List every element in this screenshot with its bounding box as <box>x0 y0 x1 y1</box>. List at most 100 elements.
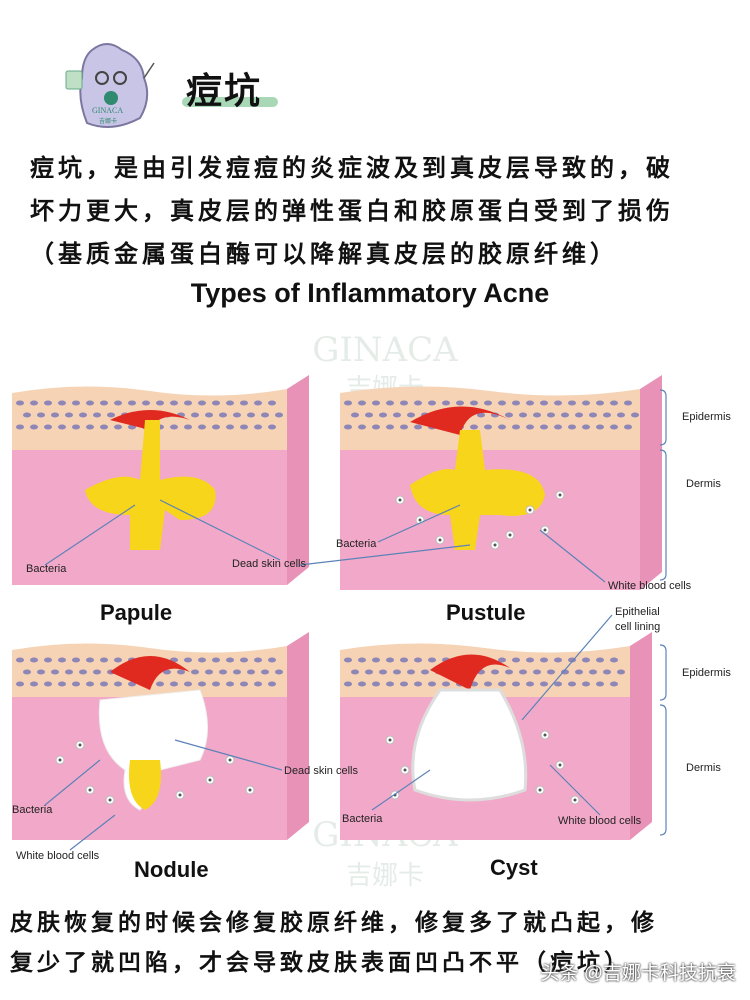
pus <box>410 430 545 550</box>
pustule-cell <box>428 400 436 406</box>
nodule-cell <box>86 657 94 663</box>
inflammation <box>430 654 510 690</box>
cyst-cell <box>379 669 387 675</box>
nodule-cell <box>268 681 276 687</box>
papule-cell <box>142 400 150 406</box>
pustule-cell <box>589 412 597 418</box>
pointer-arrow <box>69 814 116 851</box>
nodule-cell <box>177 669 185 675</box>
papule-cell <box>261 412 269 418</box>
pustule-cell <box>582 424 590 430</box>
papule-cell <box>72 400 80 406</box>
nodule-cell <box>58 657 66 663</box>
diagram-title: Types of Inflammatory Acne <box>190 278 550 308</box>
pointer-arrow <box>44 759 101 806</box>
cyst-side <box>630 632 652 840</box>
papule-cell <box>86 424 94 430</box>
white-blood-cell-nucleus <box>508 533 512 537</box>
label-dermis: Dermis <box>686 478 721 490</box>
cyst-cell <box>568 681 576 687</box>
white-blood-cell-nucleus <box>538 788 542 792</box>
inflammation <box>110 656 190 690</box>
pustule-cell <box>505 412 513 418</box>
nodule-cell <box>240 657 248 663</box>
papule-cell <box>198 424 206 430</box>
nodule-cell <box>65 669 73 675</box>
pus <box>85 420 216 550</box>
watermark: GINACA <box>312 330 458 370</box>
footer-line-2: 复少了就凹陷，才会导致皮肤表面凹凸不平（痘坑） <box>10 949 631 976</box>
white-blood-cell-nucleus <box>573 798 577 802</box>
label-white-blood-cells: White blood cells <box>608 580 692 592</box>
pointer-arrow <box>44 504 136 566</box>
nodule-cell <box>184 681 192 687</box>
papule-cell <box>233 412 241 418</box>
nodule-cell <box>72 681 80 687</box>
footer-line-1: 皮肤恢复的时候会修复胶原纤维，修复多了就凸起，修 <box>10 909 658 936</box>
nodule-cell <box>100 681 108 687</box>
nodule-cell <box>100 657 108 663</box>
cyst-cell <box>344 657 352 663</box>
papule-cell <box>205 412 213 418</box>
nodule-cell <box>93 669 101 675</box>
nodule-cell <box>79 669 87 675</box>
cyst-cell <box>505 669 513 675</box>
white-blood-cell-nucleus <box>178 793 182 797</box>
papule-cell <box>268 400 276 406</box>
papule-cell <box>72 424 80 430</box>
nodule-cell <box>240 681 248 687</box>
pustule-cell <box>358 424 366 430</box>
label-epithelial: Epithelial <box>615 606 660 618</box>
papule-cell <box>128 400 136 406</box>
nodule-cell <box>44 657 52 663</box>
pointer-arrow <box>377 504 461 543</box>
panel-title-papule: Papule <box>100 600 173 625</box>
logo-subtext: 吉娜卡 <box>99 118 118 125</box>
pustule-cell <box>344 424 352 430</box>
cyst-cell <box>512 681 520 687</box>
papule-cell <box>247 412 255 418</box>
cyst-cell <box>547 669 555 675</box>
nodule-cell <box>254 657 262 663</box>
nodule-cell <box>198 681 206 687</box>
nodule-cell <box>219 669 227 675</box>
nodule-cell <box>247 669 255 675</box>
intro-line-1: 痘坑，是由引发痘痘的炎症波及到真皮层导致的，破 <box>30 153 674 182</box>
pustule-cell <box>610 424 618 430</box>
nodule-cell <box>114 681 122 687</box>
pustule-cell <box>498 424 506 430</box>
cyst-cell <box>372 657 380 663</box>
cyst-cell <box>582 681 590 687</box>
nodule-cell <box>226 681 234 687</box>
papule-cell <box>212 424 220 430</box>
label-dead-skin-cells: Dead skin cells <box>284 765 358 777</box>
layer-bracket <box>659 644 667 701</box>
pustule-cell <box>477 412 485 418</box>
cyst-cell <box>386 657 394 663</box>
lesion <box>98 689 208 811</box>
cyst-cell <box>561 669 569 675</box>
cyst-cell <box>400 657 408 663</box>
pustule-cell <box>351 412 359 418</box>
pustule-cell <box>624 424 632 430</box>
white-blood-cell-nucleus <box>228 758 232 762</box>
cyst-cell <box>407 669 415 675</box>
nodule-cell <box>16 681 24 687</box>
pustule-cell <box>414 400 422 406</box>
white-blood-cell-nucleus <box>398 498 402 502</box>
pointer-arrow <box>539 529 606 583</box>
nodule-cell <box>23 669 31 675</box>
nodule-cell <box>114 657 122 663</box>
panel-title-nodule: Nodule <box>134 857 209 882</box>
pustule-cell <box>547 412 555 418</box>
papule-cell <box>184 400 192 406</box>
papule-cell <box>275 412 283 418</box>
pustule-cell <box>561 412 569 418</box>
papule-cell <box>44 400 52 406</box>
nodule-cell <box>72 657 80 663</box>
label-epidermis: Epidermis <box>682 667 731 679</box>
inflammation <box>410 406 510 435</box>
watermark-cn: 吉娜卡 <box>345 861 424 891</box>
white-blood-cell-nucleus <box>543 528 547 532</box>
label-cell-lining: cell lining <box>615 621 661 633</box>
